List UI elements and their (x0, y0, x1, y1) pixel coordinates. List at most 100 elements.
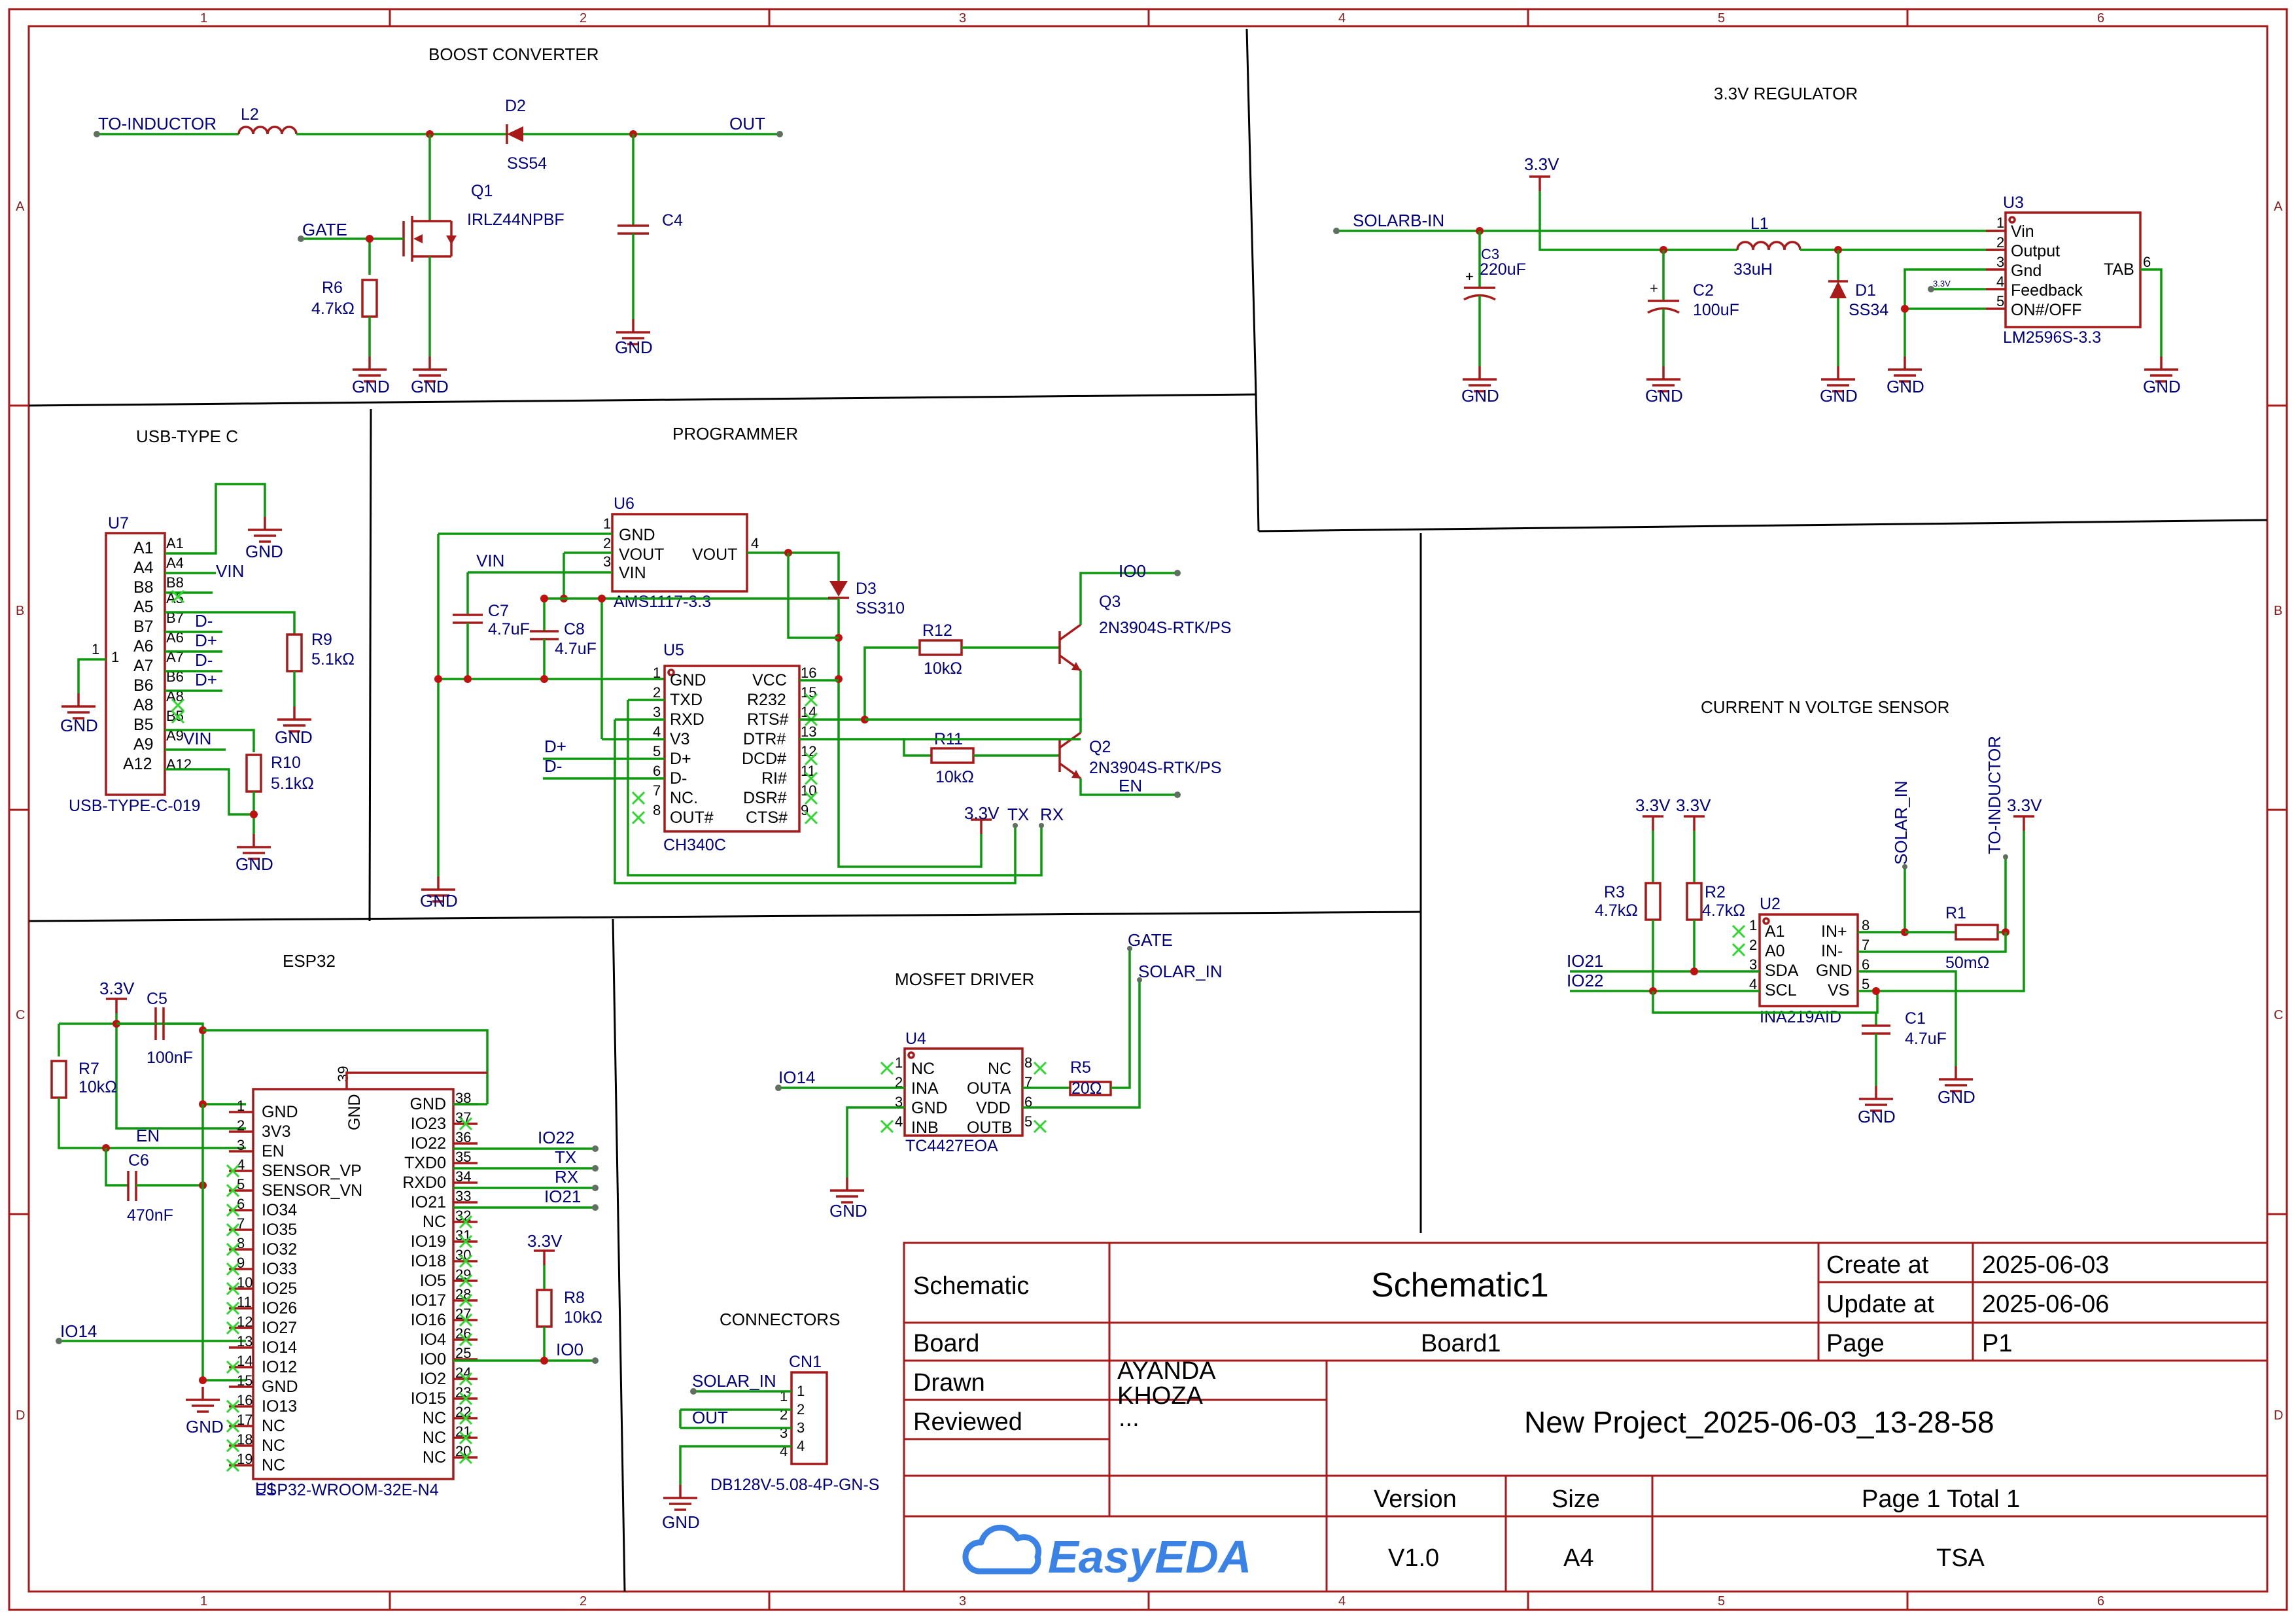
ref-u6: U6 (614, 495, 635, 513)
pin-label: Feedback (2011, 281, 2083, 300)
ref-l1: L1 (1750, 215, 1769, 233)
net-label-io0: IO0 (556, 1340, 583, 1359)
u1-right-pin-label: TXD0 (404, 1154, 446, 1172)
value-d1: SS34 (1849, 301, 1888, 319)
u1-left-pin-label: NC (262, 1456, 285, 1474)
power-label-3v3: 3.3V (527, 1231, 563, 1251)
gnd-label: GND (1938, 1087, 1975, 1107)
title-block: Schematic Schematic1 Create at 2025-06-0… (903, 1242, 2269, 1593)
svg-text:B8: B8 (166, 574, 184, 591)
svg-text:6: 6 (2143, 254, 2151, 270)
ref-u7: U7 (108, 514, 129, 532)
u1-pin-number: 6 (237, 1196, 245, 1212)
svg-text:RTS#: RTS# (747, 710, 789, 729)
svg-text:3: 3 (797, 1419, 805, 1436)
u1-right-pin-label: IO17 (411, 1291, 446, 1310)
svg-text:OUTA: OUTA (967, 1079, 1011, 1098)
net-label-dminus: D- (195, 611, 213, 631)
ref-r2: R2 (1705, 883, 1726, 901)
value-r9: 5.1kΩ (311, 650, 355, 669)
ref-d2: D2 (505, 97, 526, 115)
svg-text:VIN: VIN (619, 564, 646, 582)
svg-text:1: 1 (111, 649, 119, 665)
svg-text:5: 5 (1862, 976, 1870, 992)
connector-u7 (105, 532, 166, 796)
ref-q3: Q3 (1099, 593, 1121, 611)
value-c3: 220uF (1480, 260, 1526, 279)
value-u5: CH340C (663, 836, 726, 854)
u1-left-pin-labels: GND3V3ENSENSOR_VPSENSOR_VNIO34IO35IO32IO… (262, 1103, 362, 1474)
gnd-label: GND (1461, 386, 1499, 406)
u1-right-pin-label: NC (423, 1429, 446, 1447)
svg-text:GND: GND (670, 671, 706, 689)
value-c6: 470nF (127, 1206, 173, 1225)
u1-pin-number: 5 (237, 1176, 245, 1192)
svg-text:4: 4 (797, 1438, 805, 1454)
ref-c2: C2 (1693, 281, 1714, 300)
pin-label: Gnd (2011, 262, 2042, 280)
svg-text:SCL: SCL (1765, 981, 1797, 1000)
net-label-gate: GATE (1128, 930, 1173, 950)
u1-right-pin-label: IO16 (411, 1311, 446, 1329)
col-label: 2 (580, 11, 587, 26)
svg-text:VS: VS (1828, 981, 1849, 1000)
u1-pin-number: 1 (237, 1098, 245, 1114)
gnd-label: GND (1858, 1107, 1896, 1126)
value-cn1: DB128V-5.08-4P-GN-S (710, 1476, 879, 1494)
ref-r5: R5 (1070, 1058, 1091, 1077)
gnd-label: GND (186, 1417, 224, 1436)
svg-text:OUT#: OUT# (670, 809, 714, 827)
transistor-q3 (1058, 623, 1082, 672)
u1-right-pin-label: IO22 (411, 1134, 446, 1153)
value-r8: 10kΩ (564, 1308, 602, 1327)
svg-text:2: 2 (1749, 937, 1757, 953)
col-label: 4 (1338, 1594, 1346, 1609)
power-label-3v3: 3.3V (964, 803, 1000, 823)
ref-c3: C3 (1481, 246, 1499, 262)
ref-l2: L2 (241, 105, 259, 124)
svg-text:11: 11 (801, 763, 816, 779)
ic-u6 (611, 513, 748, 593)
col-label: 1 (200, 11, 207, 26)
ref-r12: R12 (922, 621, 952, 640)
svg-text:A5: A5 (133, 598, 154, 616)
net-label-io21: IO21 (1567, 951, 1603, 971)
svg-text:1: 1 (603, 515, 611, 532)
u1-left-pin-label: SENSOR_VN (262, 1181, 362, 1200)
svg-text:CTS#: CTS# (746, 809, 788, 827)
u1-pin-number: 11 (237, 1294, 252, 1310)
svg-text:A12: A12 (123, 755, 152, 773)
u5-right-pins: VCC R232 RTS# DTR# DCD# RI# DSR# CTS# (742, 671, 789, 827)
svg-text:+: + (1465, 268, 1474, 285)
ref-c8: C8 (564, 620, 585, 638)
net-label-dminus: D- (544, 756, 562, 776)
net-label-vin: VIN (476, 551, 504, 570)
title-project-name: New Project_2025-06-03_13-28-58 (1524, 1405, 1994, 1439)
u1-left-pin-label: IO34 (262, 1201, 297, 1219)
u1-right-pin-label: NC (423, 1213, 446, 1231)
svg-text:39: 39 (335, 1066, 351, 1082)
svg-text:4: 4 (1996, 273, 2004, 290)
u1-right-pin-label: IO4 (420, 1331, 446, 1349)
net-label-dplus: D+ (195, 670, 217, 689)
ref-cn1: CN1 (789, 1353, 822, 1371)
value-c5: 100nF (147, 1049, 193, 1067)
svg-text:GND: GND (911, 1099, 948, 1117)
svg-text:4: 4 (1749, 976, 1757, 992)
u1-pin-number: 7 (237, 1215, 245, 1232)
section-title: USB-TYPE C (136, 427, 238, 446)
net-label-rx: RX (1040, 805, 1064, 824)
pin-label: ON#/OFF (2011, 301, 2081, 319)
title-create-label: Create at (1826, 1251, 1929, 1279)
row-label: A (2274, 200, 2283, 214)
svg-text:A0: A0 (1765, 942, 1785, 960)
svg-text:DTR#: DTR# (743, 730, 786, 748)
net-label-io22: IO22 (538, 1128, 574, 1147)
power-label-3v3: 3.3V (1635, 795, 1671, 815)
ref-q2: Q2 (1089, 738, 1111, 756)
svg-text:A6: A6 (133, 637, 154, 655)
inductor-l1 (1736, 241, 1801, 251)
net-label-gate: GATE (302, 220, 347, 239)
value-r6: 4.7kΩ (311, 300, 355, 318)
gnd-label: GND (615, 338, 653, 357)
